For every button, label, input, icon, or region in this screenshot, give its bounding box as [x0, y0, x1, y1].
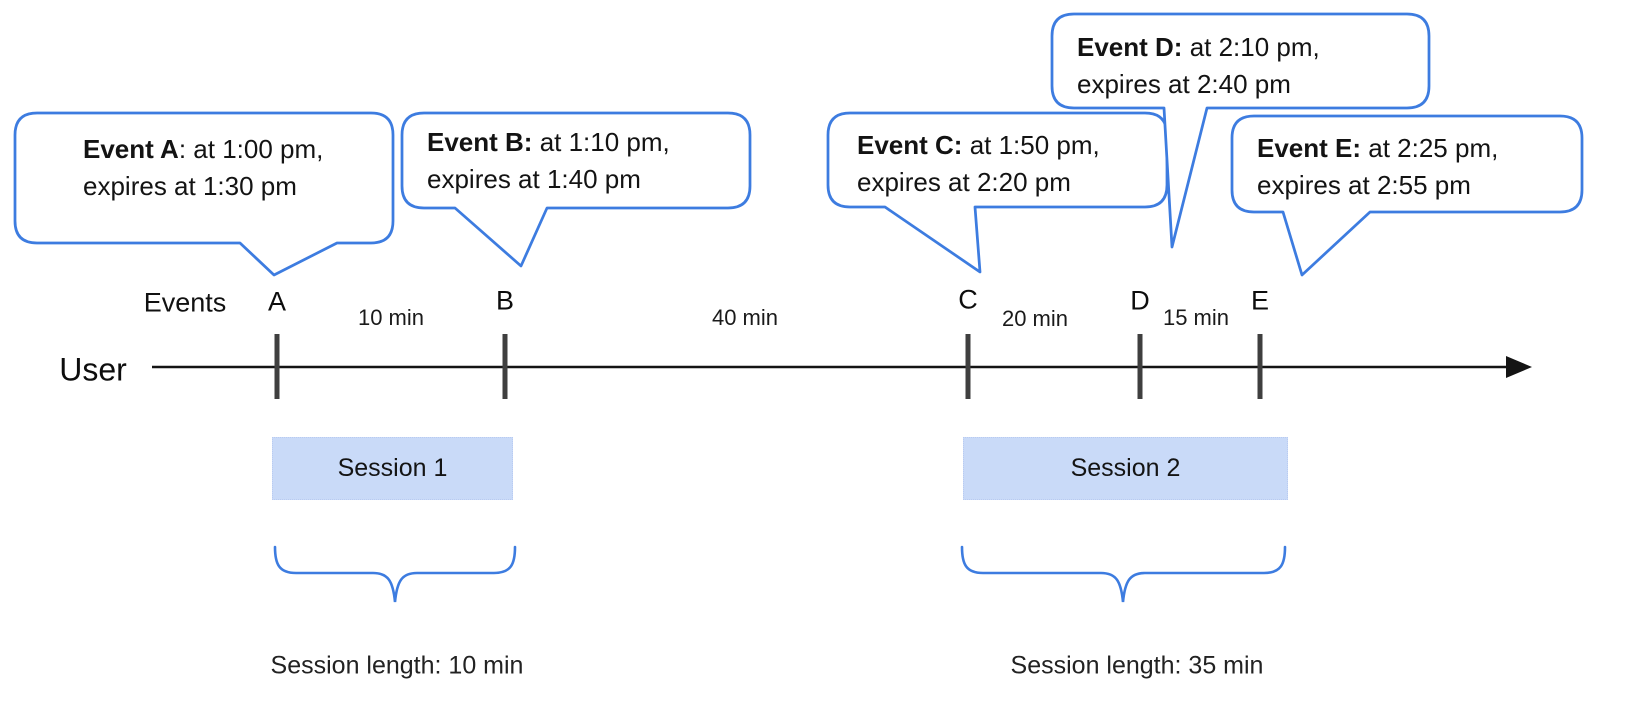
event-e-line2: expires at 2:55 pm [1257, 170, 1471, 200]
event-d-time: at 2:10 pm, [1182, 32, 1320, 62]
speech-bubble-event-b [400, 111, 752, 268]
session-1-length-label: Session length: 10 min [270, 651, 524, 680]
event-a-line2: expires at 1:30 pm [83, 171, 297, 201]
speech-bubble-event-e [1230, 114, 1584, 277]
session-2-label: Session 2 [1070, 454, 1181, 482]
events-row-label: Events [143, 287, 227, 318]
event-c-title: Event C: [857, 130, 963, 160]
user-axis-label: User [59, 351, 127, 388]
session-2-length-label: Session length: 35 min [1010, 651, 1264, 680]
event-a-time: : at 1:00 pm, [178, 134, 324, 164]
event-a-title: Event A [83, 134, 179, 164]
session-1-box: Session 1 [272, 437, 513, 500]
session-1-brace [273, 545, 517, 603]
event-b-line2: expires at 1:40 pm [427, 164, 641, 194]
event-d-line1: Event D: at 2:10 pm, [1077, 29, 1320, 66]
event-b-title: Event B: [427, 127, 533, 157]
gap-label-a-b: 10 min [357, 305, 425, 330]
session-2-brace [960, 545, 1287, 603]
event-letter-c: C [958, 284, 978, 315]
event-b-bubble-text: Event B: at 1:10 pm, expires at 1:40 pm [427, 124, 670, 198]
session-2-box: Session 2 [963, 437, 1288, 500]
speech-bubble-event-d [1050, 12, 1431, 249]
session-1-label: Session 1 [337, 454, 448, 482]
event-e-bubble-text: Event E: at 2:25 pm, expires at 2:55 pm [1257, 130, 1498, 204]
gap-label-d-e: 15 min [1162, 305, 1230, 330]
event-c-bubble-text: Event C: at 1:50 pm, expires at 2:20 pm [857, 127, 1100, 201]
timeline-arrowhead-icon [1506, 356, 1532, 378]
event-d-bubble-text: Event D: at 2:10 pm, expires at 2:40 pm [1077, 29, 1320, 103]
event-a-bubble-text: Event A: at 1:00 pm, expires at 1:30 pm [83, 131, 323, 205]
event-e-line1: Event E: at 2:25 pm, [1257, 130, 1498, 167]
event-e-time: at 2:25 pm, [1361, 133, 1499, 163]
event-letter-a: A [267, 286, 287, 317]
speech-bubble-event-a [13, 111, 395, 277]
event-c-line1: Event C: at 1:50 pm, [857, 127, 1100, 164]
event-d-title: Event D: [1077, 32, 1183, 62]
event-b-time: at 1:10 pm, [532, 127, 670, 157]
event-a-line1: Event A: at 1:00 pm, [83, 131, 323, 168]
event-b-line1: Event B: at 1:10 pm, [427, 124, 670, 161]
event-letter-d: D [1130, 285, 1150, 316]
event-c-line2: expires at 2:20 pm [857, 167, 1071, 197]
event-c-time: at 1:50 pm, [962, 130, 1100, 160]
gap-label-b-c: 40 min [711, 305, 779, 330]
event-letter-b: B [495, 285, 515, 316]
event-e-title: Event E: [1257, 133, 1362, 163]
event-letter-e: E [1250, 285, 1270, 316]
gap-label-c-d: 20 min [1001, 306, 1069, 331]
event-d-line2: expires at 2:40 pm [1077, 69, 1291, 99]
